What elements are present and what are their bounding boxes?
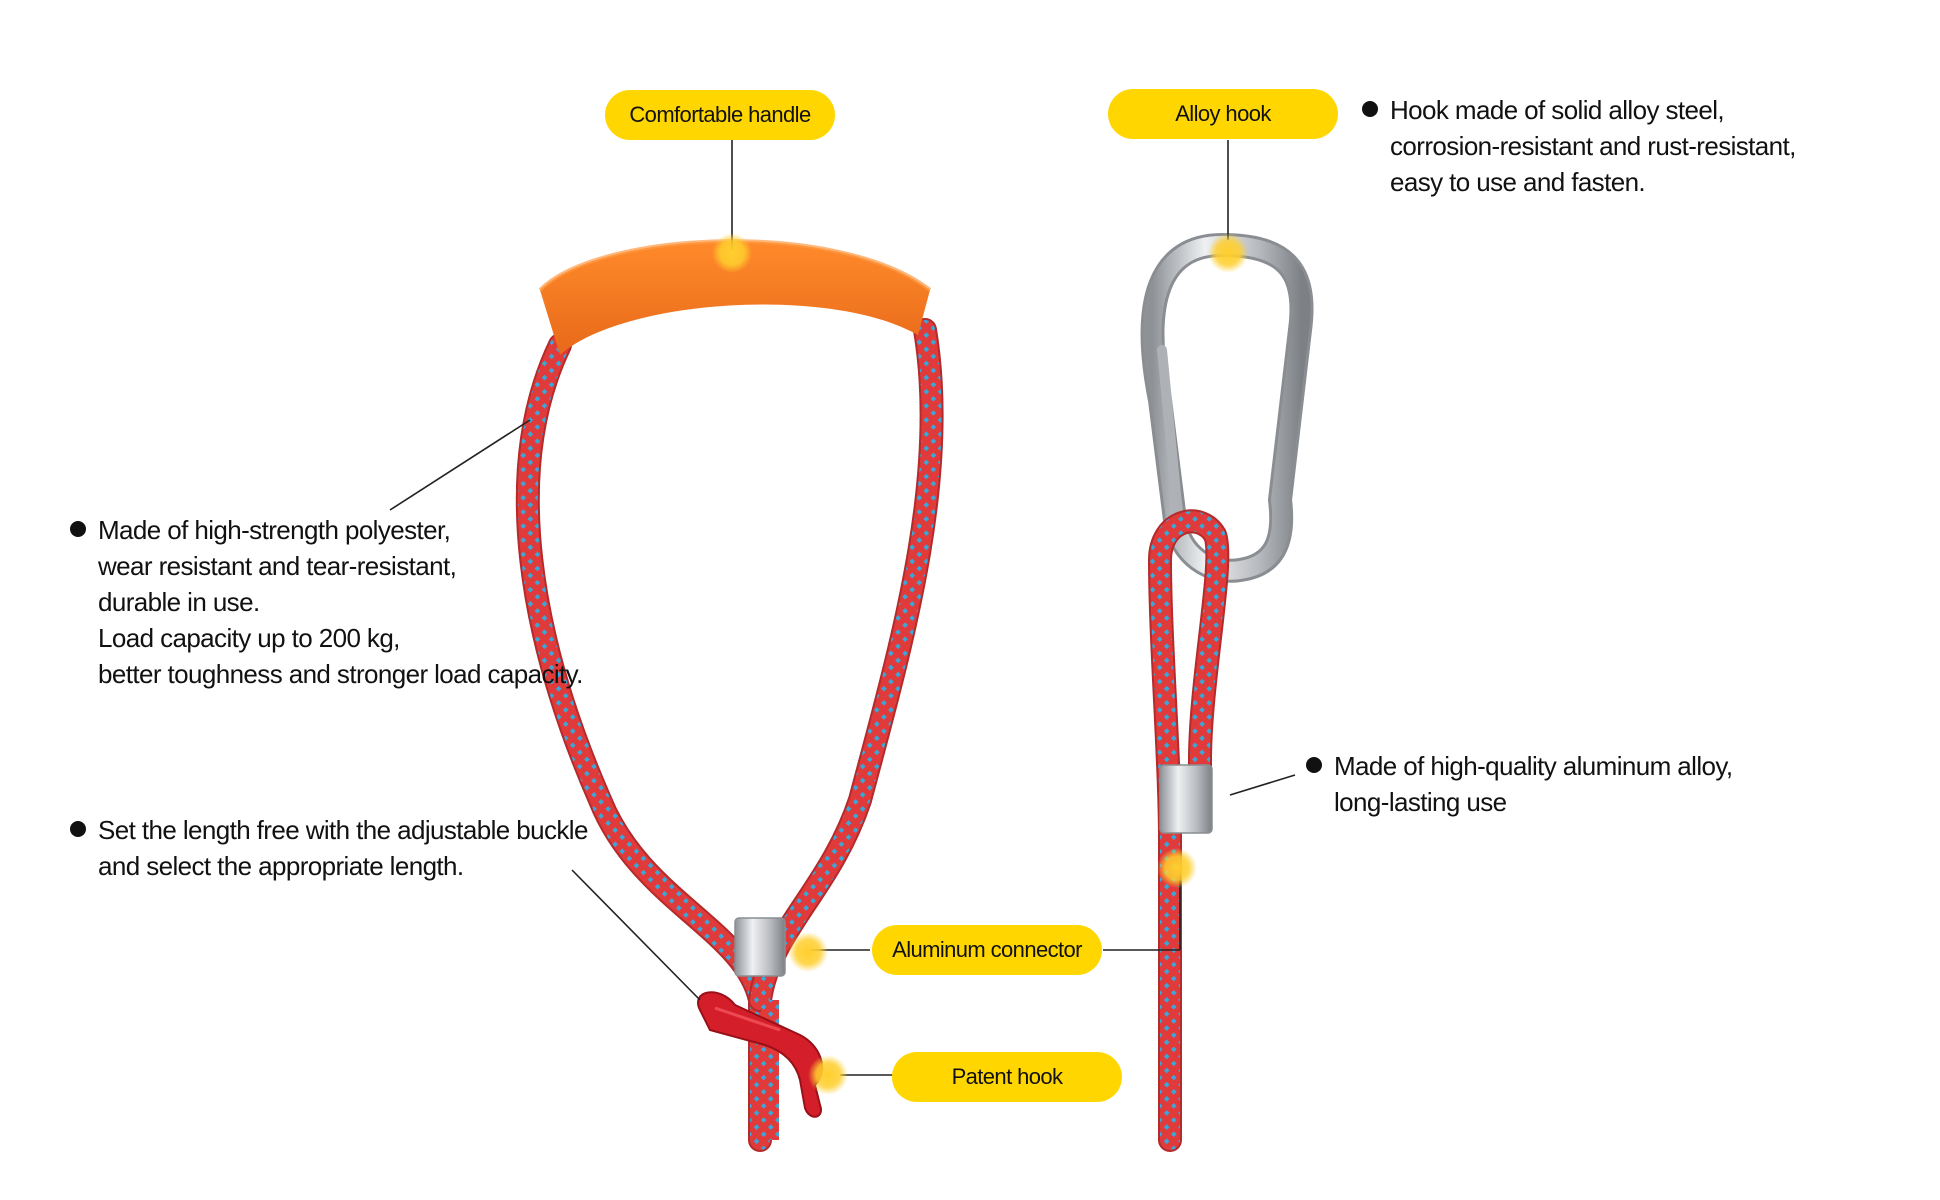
label-aluminum-connector: Aluminum connector xyxy=(872,925,1102,975)
marker-alloy-hook xyxy=(1208,233,1248,273)
rope-left xyxy=(515,318,944,1152)
description-connector: Made of high-quality aluminum alloy, lon… xyxy=(1306,748,1733,820)
marker-handle xyxy=(712,233,752,273)
markers xyxy=(712,233,1248,1095)
label-comfortable-handle: Comfortable handle xyxy=(605,90,835,140)
bullet-icon xyxy=(70,521,86,537)
bullet-icon xyxy=(1306,757,1322,773)
bullet-icon xyxy=(70,821,86,837)
description-buckle: Set the length free with the adjustable … xyxy=(70,812,588,884)
marker-aluminum-connector xyxy=(788,932,828,972)
marker-connector-right xyxy=(1157,848,1197,888)
aluminum-connector-right xyxy=(1159,764,1213,834)
aluminum-connector-left xyxy=(734,917,786,977)
marker-patent-hook xyxy=(808,1055,848,1095)
description-hook: Hook made of solid alloy steel, corrosio… xyxy=(1362,92,1796,200)
rope-right xyxy=(1147,509,1230,1152)
alloy-hook xyxy=(1140,233,1314,583)
label-alloy-hook: Alloy hook xyxy=(1108,89,1338,139)
patent-hook xyxy=(697,991,824,1118)
bullet-icon xyxy=(1362,101,1378,117)
description-rope: Made of high-strength polyester, wear re… xyxy=(70,512,583,692)
label-patent-hook: Patent hook xyxy=(892,1052,1122,1102)
